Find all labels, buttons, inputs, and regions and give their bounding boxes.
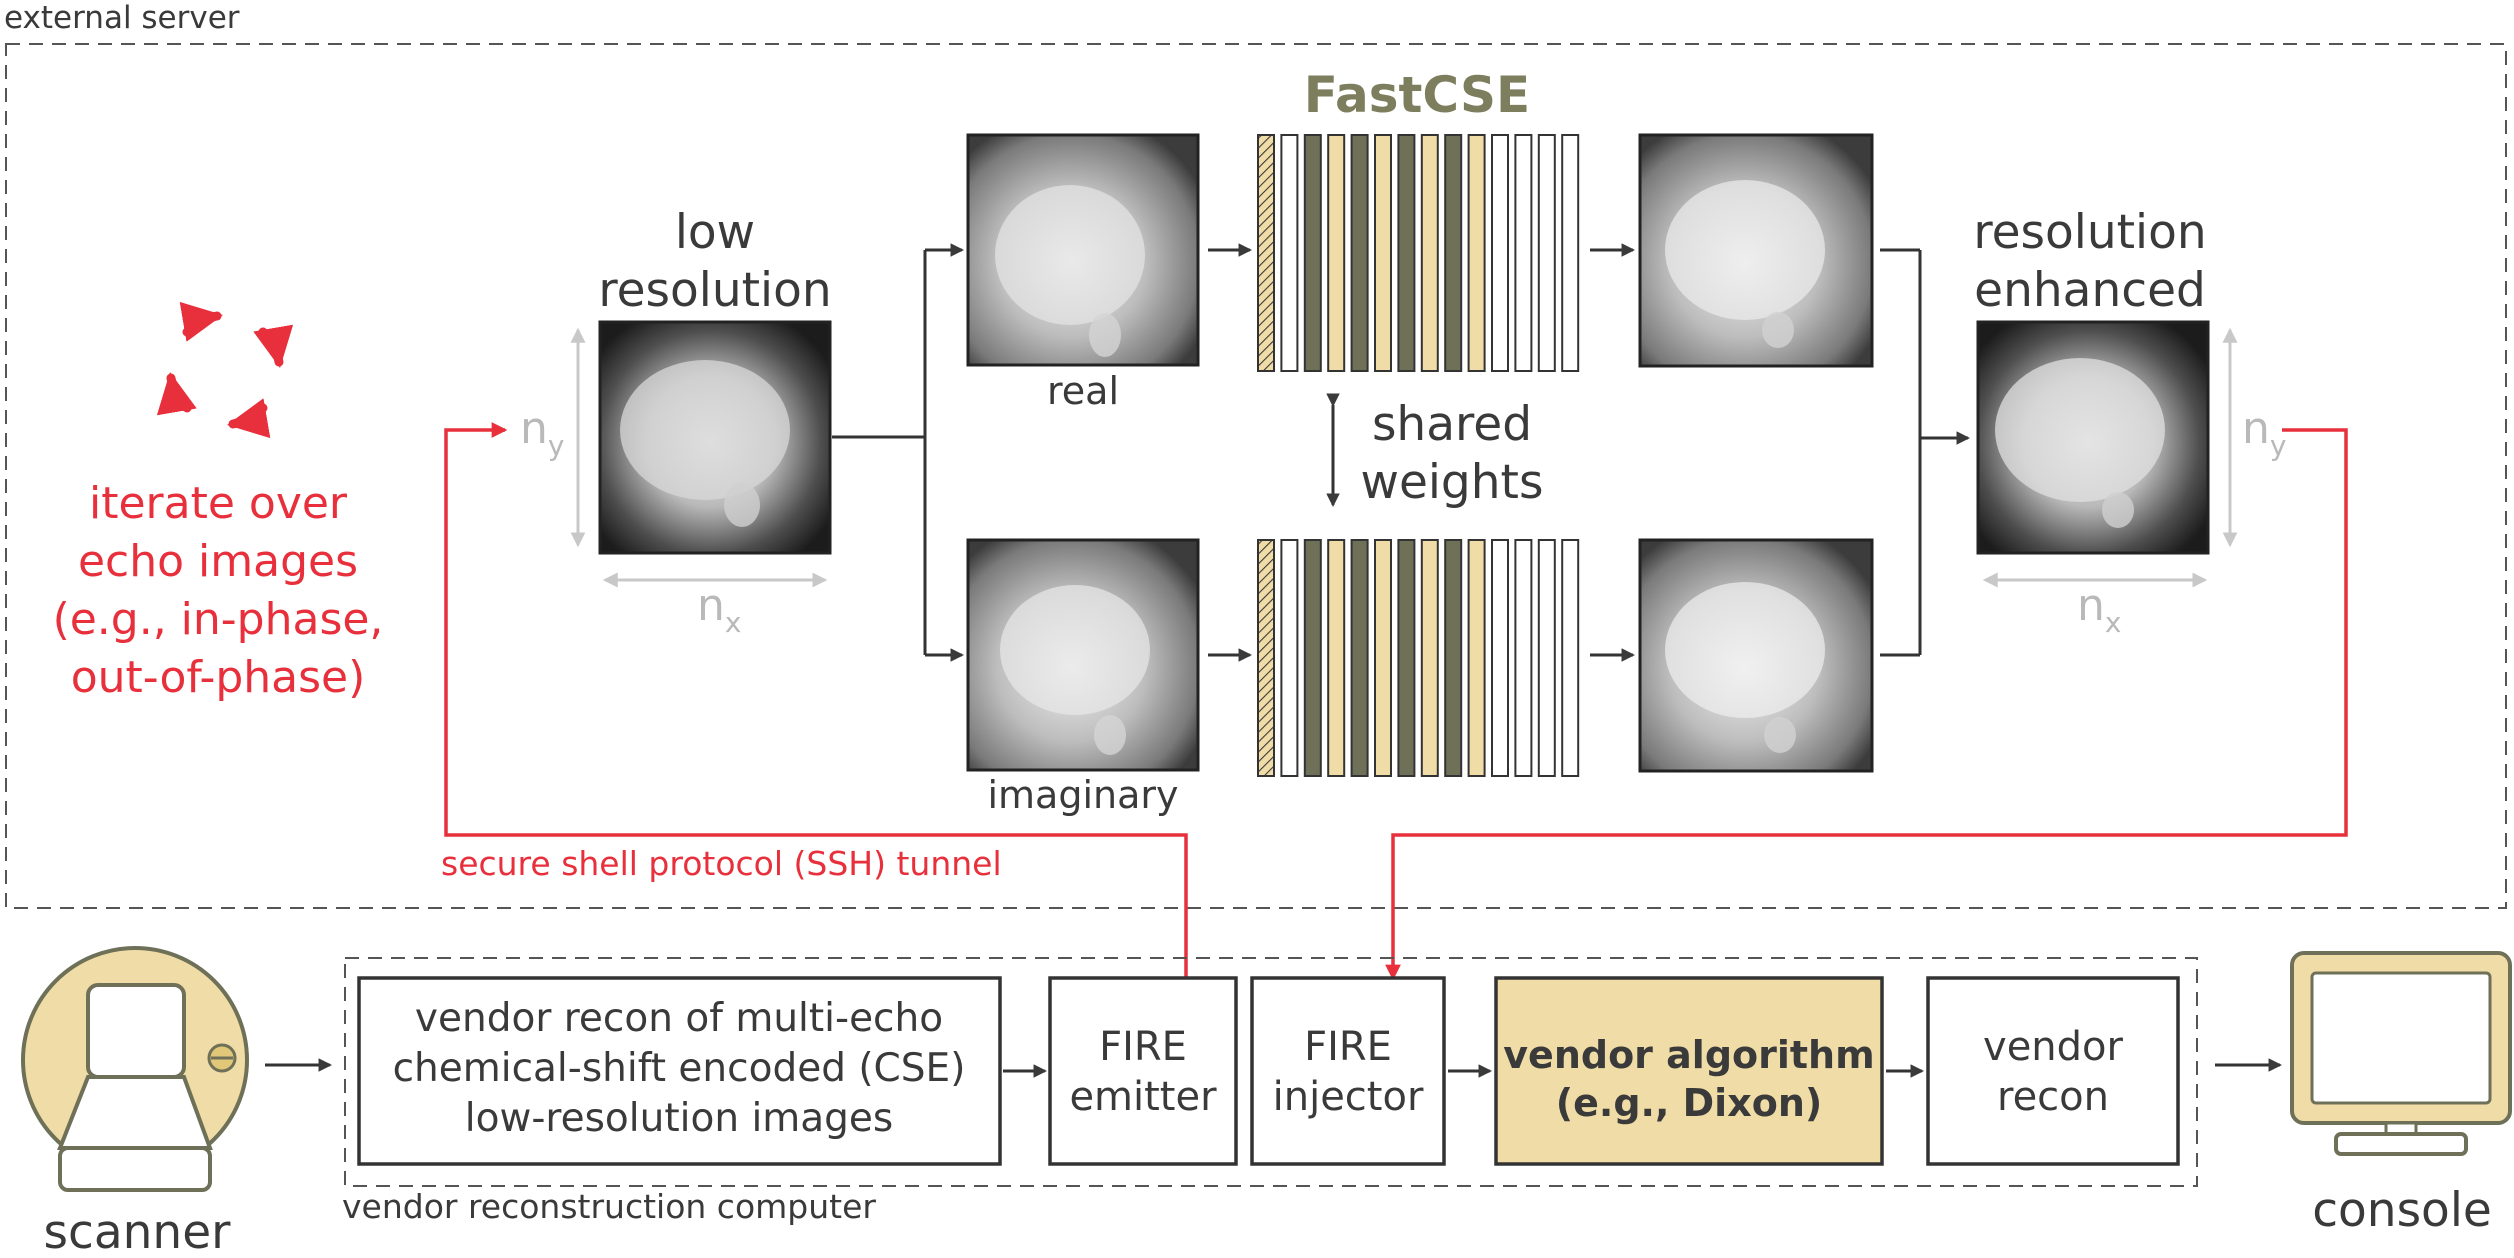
enhanced-output-image [1976,320,2210,555]
cycle-arrows-icon [156,301,294,439]
fire-emitter-line: emitter [1069,1074,1217,1120]
iterate-line: echo images [78,536,358,587]
vendor-recon-cse-line: low-resolution images [465,1096,893,1141]
vendor-recon-line: vendor [1983,1024,2123,1070]
fire-injector-line: injector [1273,1074,1424,1120]
split-connector [832,243,965,662]
network-layer-tan [1467,539,1486,777]
external-server-label: external server [4,0,240,36]
enhanced-imaginary-image [1638,538,1874,773]
output-label-line: resolution [1973,205,2206,260]
network-layer-tan [1420,539,1439,777]
network-layer-olive [1444,134,1463,372]
input-label-line: low [675,205,755,260]
network-layer-olive [1303,539,1322,777]
fastcse-title: FastCSE [1304,66,1530,124]
network-layer-white [1280,134,1299,372]
scanner-label: scanner [44,1205,232,1258]
console-icon [2290,951,2512,1156]
network-layer-white [1514,539,1533,777]
iterate-line: (e.g., in-phase, [53,594,384,645]
output-ny-label: ny [2242,403,2286,462]
network-layer-olive [1303,134,1322,372]
console-label: console [2312,1183,2492,1238]
low-resolution-image [598,320,832,555]
enhanced-real-image [1638,133,1874,368]
vendor-recon-cse-box: vendor recon of multi-echo chemical-shif… [357,976,1002,1166]
vendor-algorithm-line: vendor algorithm [1503,1033,1874,1077]
vendor-recon-box: vendor recon [1926,976,2180,1166]
return-path-arrow [1385,428,2348,981]
output-label-line: enhanced [1974,263,2206,318]
ssh-tunnel-arrow [444,422,1188,978]
vendor-computer-label: vendor reconstruction computer [342,1187,876,1226]
network-layer-hatched [1257,539,1275,777]
network-layer-white [1491,134,1509,372]
vendor-recon-cse-line: chemical-shift encoded (CSE) [393,1046,966,1091]
network-bottom [1257,539,1580,777]
input-nx-label: nx [697,580,741,639]
network-layer-white [1561,134,1580,372]
network-layer-olive [1350,539,1369,777]
network-layer-tan [1374,539,1392,777]
fire-injector-box: FIRE injector [1250,976,1446,1166]
vendor-computer-boundary [344,957,2198,1187]
network-layer-white [1537,539,1556,777]
network-layer-tan [1420,134,1439,372]
vendor-algorithm-line: (e.g., Dixon) [1556,1081,1822,1125]
network-layer-tan [1467,134,1486,372]
imaginary-label: imaginary [987,773,1178,817]
input-ny-label: ny [520,403,564,462]
merge-connector [1880,248,1971,657]
network-layer-tan [1374,134,1392,372]
network-layer-white [1537,134,1556,372]
network-layer-white [1491,539,1509,777]
shared-weights-label: shared weights [1361,397,1544,510]
output-label: resolution enhanced [1973,205,2206,318]
network-layer-olive [1397,539,1416,777]
input-label-line: resolution [598,263,831,318]
shared-weights-line: weights [1361,455,1544,510]
vendor-recon-line: recon [1997,1074,2109,1120]
real-label: real [1047,369,1119,413]
input-label: low resolution [598,205,831,318]
iterate-caption: iterate over echo images (e.g., in-phase… [53,478,384,703]
network-layer-olive [1444,539,1463,777]
vendor-algorithm-box: vendor algorithm (e.g., Dixon) [1494,976,1884,1166]
imaginary-image [966,538,1200,772]
fire-emitter-line: FIRE [1099,1024,1187,1070]
network-layer-hatched [1257,134,1275,372]
shared-weights-line: shared [1372,397,1532,452]
iterate-line: out-of-phase) [71,652,366,703]
output-nx-label: nx [2077,580,2121,639]
fire-emitter-box: FIRE emitter [1048,976,1238,1166]
vendor-recon-cse-line: vendor recon of multi-echo [415,996,943,1041]
fire-injector-line: FIRE [1304,1024,1392,1070]
real-image [966,133,1200,367]
network-layer-tan [1327,539,1346,777]
network-layer-white [1561,539,1580,777]
iterate-line: iterate over [89,478,348,529]
scanner-icon [21,946,249,1192]
network-top [1257,134,1580,372]
network-layer-olive [1350,134,1369,372]
network-layer-tan [1327,134,1346,372]
network-layer-white [1514,134,1533,372]
network-layer-white [1280,539,1299,777]
ssh-tunnel-label: secure shell protocol (SSH) tunnel [441,844,1002,883]
network-layer-olive [1397,134,1416,372]
external-server-boundary [5,43,2507,909]
